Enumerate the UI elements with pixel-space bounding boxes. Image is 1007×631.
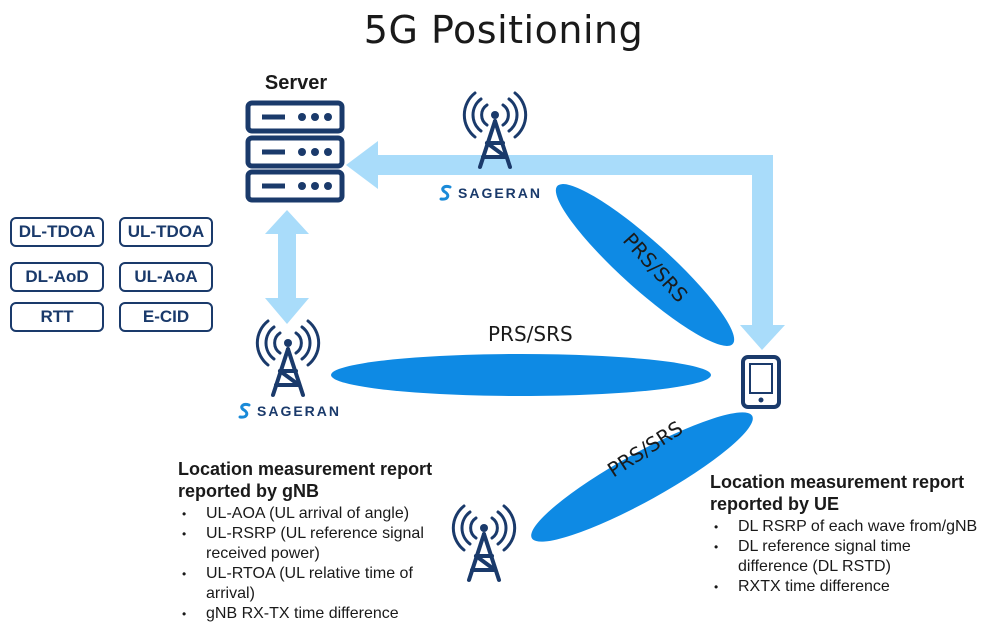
ue-report-heading: Location measurement report reported by …	[710, 471, 1000, 515]
list-item: gNB RX-TX time difference	[182, 604, 478, 624]
list-item: RXTX time difference	[714, 577, 1000, 597]
list-item: DL reference signal time difference (DL …	[714, 537, 938, 577]
phone-icon	[741, 355, 781, 409]
brand-logo-left: SAGERAN	[237, 402, 341, 420]
list-item: DL RSRP of each wave from/gNB	[714, 517, 1000, 537]
server-icon	[245, 100, 345, 203]
link-label-middle: PRS/SRS	[488, 322, 573, 346]
beam-top	[555, 184, 735, 346]
gnb-report-heading: Location measurement report reported by …	[178, 458, 478, 502]
brand-text: SAGERAN	[257, 403, 342, 419]
ue-report-heading-line2: reported by UE	[710, 494, 840, 514]
list-item: UL-RTOA (UL relative time of arrival)	[182, 564, 441, 604]
gnb-report: Location measurement report reported by …	[178, 458, 478, 624]
method-dl-aod: DL-AoD	[10, 262, 104, 292]
ue-report-heading-line1: Location measurement report	[710, 472, 965, 492]
page-title: 5G Positioning	[363, 8, 644, 52]
beam-middle	[331, 354, 711, 396]
ue-report-list: DL RSRP of each wave from/gNB DL referen…	[710, 517, 1000, 597]
method-dl-tdoa: DL-TDOA	[10, 217, 104, 247]
brand-text: SAGERAN	[458, 185, 543, 201]
gnb-report-heading-line1: Location measurement report	[178, 459, 433, 479]
method-ul-aoa: UL-AoA	[119, 262, 213, 292]
report-arrow-to-server	[346, 141, 785, 350]
brand-logo-top: SAGERAN	[438, 184, 542, 202]
beam-bottom	[531, 412, 753, 542]
server-label: Server	[264, 72, 328, 94]
method-rtt: RTT	[10, 302, 104, 332]
method-ul-tdoa: UL-TDOA	[119, 217, 213, 247]
list-item: UL-RSRP (UL reference signal received po…	[182, 524, 446, 564]
sageran-logo-icon	[439, 185, 452, 201]
sageran-logo-icon	[238, 403, 251, 419]
gnb-report-list: UL-AOA (UL arrival of angle) UL-RSRP (UL…	[178, 504, 478, 624]
ue-report: Location measurement report reported by …	[710, 471, 1000, 597]
tower-icon-left	[255, 319, 321, 397]
list-item: UL-AOA (UL arrival of angle)	[182, 504, 478, 524]
method-e-cid: E-CID	[119, 302, 213, 332]
server-gnb-arrow	[265, 210, 309, 324]
gnb-report-heading-line2: reported by gNB	[178, 481, 320, 501]
